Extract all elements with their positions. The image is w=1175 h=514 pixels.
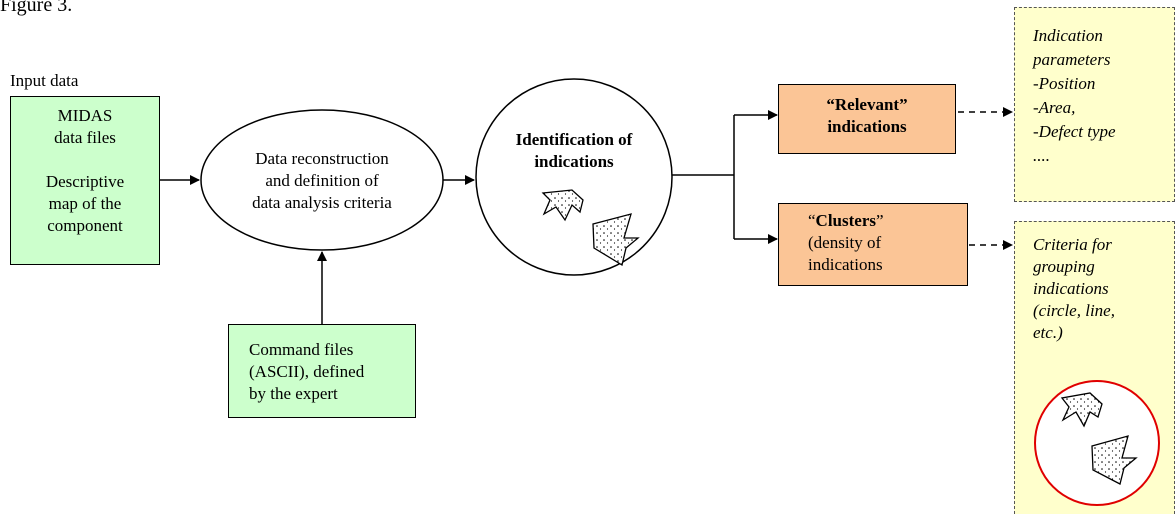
midas-line-5: component (47, 216, 123, 235)
command-line-3: by the expert (249, 384, 338, 403)
clusters-quote-close: ” (876, 211, 884, 230)
command-files-box: Command files (ASCII), defined by the ex… (228, 324, 416, 418)
clusters-quote-open: “ (808, 211, 816, 230)
parameters-line-2: parameters (1033, 50, 1111, 69)
midas-line-2: data files (54, 128, 116, 147)
cluster-glyph-1 (1060, 392, 1103, 428)
clusters-line-1: “Clusters” (808, 210, 967, 232)
criteria-line-3: indications (1033, 279, 1109, 298)
indication-glyph-1 (541, 189, 584, 222)
midas-data-box: MIDAS data files Descriptive map of the … (10, 96, 160, 265)
indication-parameters-note: Indication parameters -Position -Area, -… (1014, 7, 1175, 202)
parameters-line-end: .... (1033, 146, 1050, 165)
clusters-line-3: indications (808, 255, 883, 274)
relevant-line-1: “Relevant” (826, 95, 908, 114)
parameters-item-area: -Area, (1033, 98, 1076, 117)
clusters-title: Clusters (815, 211, 876, 230)
input-data-label: Input data (10, 71, 79, 90)
reconstruction-text: Data reconstruction and definition of da… (222, 148, 422, 214)
midas-line-4: map of the (48, 194, 122, 213)
parameters-item-defect-type: -Defect type (1033, 122, 1116, 141)
reconstruction-line-1: Data reconstruction (255, 149, 389, 168)
reconstruction-line-2: and definition of (265, 171, 379, 190)
midas-line-1: MIDAS (57, 106, 113, 125)
relevant-indications-box: “Relevant” indications (778, 84, 956, 154)
command-line-2: (ASCII), defined (249, 362, 365, 381)
criteria-line-4: (circle, line, (1033, 301, 1115, 320)
parameters-line-1: Indication (1033, 26, 1103, 45)
criteria-line-1: Criteria for (1033, 235, 1112, 254)
criteria-line-5: etc.) (1033, 323, 1063, 342)
parameters-item-position: -Position (1033, 74, 1096, 93)
reconstruction-line-3: data analysis criteria (252, 193, 392, 212)
midas-line-3: Descriptive (45, 172, 125, 191)
cluster-glyph-2 (1091, 435, 1138, 485)
criteria-line-2: grouping (1033, 257, 1095, 276)
clusters-line-2: (density of (808, 233, 882, 252)
figure-label: Figure 3. (0, 0, 73, 16)
identification-line-2: indications (534, 152, 614, 171)
relevant-line-2: indications (827, 117, 907, 136)
identification-line-1: Identification of (515, 130, 633, 149)
indication-glyph-2 (592, 213, 640, 267)
cluster-example-graphic (1034, 380, 1160, 506)
identification-text: Identification of indications (484, 129, 664, 173)
command-line-1: Command files (249, 340, 354, 359)
identification-circle (475, 78, 673, 276)
clusters-box: “Clusters” (density of indications (778, 203, 968, 286)
